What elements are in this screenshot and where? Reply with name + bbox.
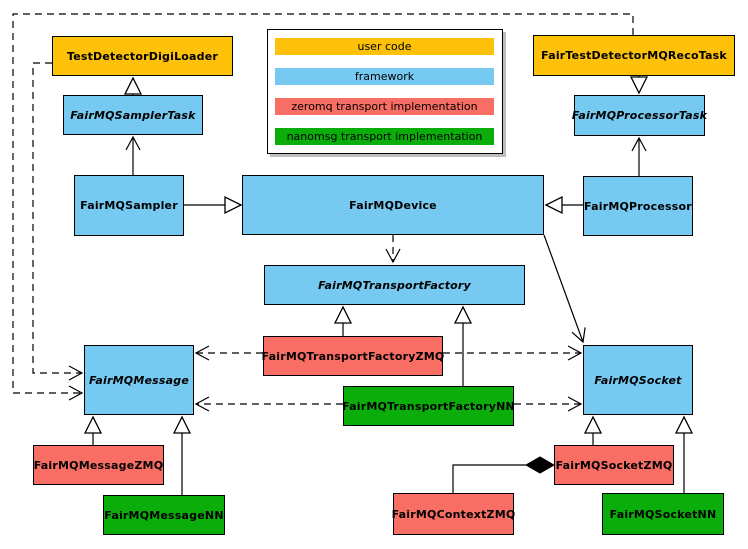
legend-item-nanomsg: nanomsg transport implementation xyxy=(275,128,494,145)
node-fairmqtransportfactorynn: FairMQTransportFactoryNN xyxy=(342,386,515,426)
node-fairmqdevice: FairMQDevice xyxy=(242,175,544,235)
legend-item-zeromq: zeromq transport implementation xyxy=(275,98,494,115)
edge-device-socket xyxy=(543,234,586,344)
node-fairmqtransportfactoryzmq: FairMQTransportFactoryZMQ xyxy=(262,336,444,376)
node-fairmqsocketnn: FairMQSocketNN xyxy=(602,493,724,535)
legend: user code framework zeromq transport imp… xyxy=(267,29,503,154)
node-fairtestdetectormqrecotask: FairTestDetectorMQRecoTask xyxy=(533,35,735,76)
node-fairmqsampler: FairMQSampler xyxy=(74,175,184,236)
node-testdetectordigiloader: TestDetectorDigiLoader xyxy=(52,36,233,76)
legend-label: nanomsg transport implementation xyxy=(286,130,483,143)
node-fairmqmessage: FairMQMessage xyxy=(84,345,194,415)
legend-label: framework xyxy=(354,70,415,83)
node-fairmqsocketzmq: FairMQSocketZMQ xyxy=(554,445,674,485)
composition-diamond xyxy=(524,456,556,474)
legend-label: user code xyxy=(357,40,412,53)
node-fairmqsocket: FairMQSocket xyxy=(583,345,693,415)
node-fairmqmessagenn: FairMQMessageNN xyxy=(103,495,225,535)
edge-socketzmq-contextzmq xyxy=(452,464,526,493)
node-fairmqprocessortask: FairMQProcessorTask xyxy=(572,95,707,136)
node-fairmqcontextzmq: FairMQContextZMQ xyxy=(392,493,515,535)
legend-label: zeromq transport implementation xyxy=(291,100,478,113)
legend-item-user-code: user code xyxy=(275,38,494,55)
node-fairmqtransportfactory: FairMQTransportFactory xyxy=(264,265,525,305)
legend-item-framework: framework xyxy=(275,68,494,85)
node-fairmqmessagezmq: FairMQMessageZMQ xyxy=(33,445,164,485)
node-fairmqsamplertask: FairMQSamplerTask xyxy=(63,95,203,135)
node-fairmqprocessor: FairMQProcessor xyxy=(583,176,693,236)
